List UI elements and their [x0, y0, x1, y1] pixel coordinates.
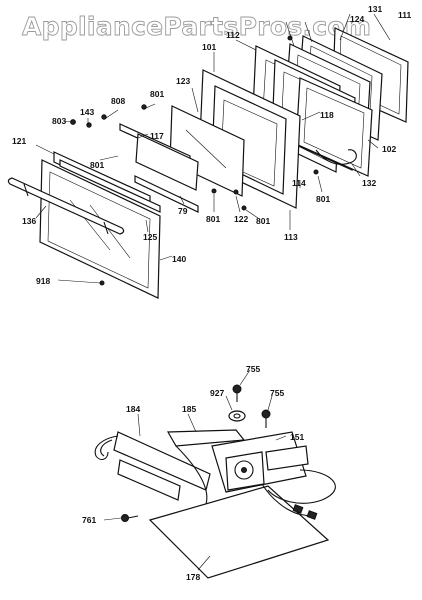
callout-803: 803: [52, 116, 66, 126]
hinge-fasteners: [121, 384, 271, 522]
callout-151: 151: [290, 432, 304, 442]
part-handle-136: [7, 177, 125, 235]
callout-801-bottom-a: 801: [206, 214, 220, 224]
callout-761: 761: [82, 515, 96, 525]
callout-111: 111: [398, 10, 412, 20]
watermark-text: AppliancePartsPros.com: [22, 12, 371, 41]
callout-117: 117: [150, 131, 164, 141]
callout-79: 79: [178, 206, 188, 216]
callout-112: 112: [226, 30, 240, 40]
door-callout-labels: 131 111 124 112 101 118 123 801 808 143 …: [12, 4, 412, 286]
callout-118: 118: [320, 110, 334, 120]
hinge-assembly: 755 927 755 184 185 151 761 178: [82, 364, 336, 582]
part-latch-motor-151: [211, 431, 309, 493]
callout-755-right: 755: [270, 388, 284, 398]
callout-132: 132: [362, 178, 376, 188]
part-channel-79: [134, 175, 199, 213]
callout-140: 140: [172, 254, 186, 264]
part-plate-178: [148, 485, 330, 579]
door-assembly: 131 111 124 112 101 118 123 801 808 143 …: [7, 4, 412, 299]
callout-801-top: 801: [150, 89, 164, 99]
callout-123: 123: [176, 76, 190, 86]
callout-801-right: 801: [316, 194, 330, 204]
part-trim-121: [53, 151, 161, 213]
hinge-leader-lines: [103, 369, 287, 571]
callout-121: 121: [12, 136, 26, 146]
wire-harness: [267, 469, 336, 504]
door-leader-lines: [35, 13, 391, 284]
callout-113: 113: [284, 232, 298, 242]
callout-136: 136: [22, 216, 36, 226]
callout-184: 184: [126, 404, 140, 414]
hinge-callout-labels: 755 927 755 184 185 151 761 178: [82, 364, 304, 582]
callout-801-left: 801: [90, 160, 104, 170]
callout-808: 808: [111, 96, 125, 106]
callout-125: 125: [143, 232, 157, 242]
callout-122: 122: [234, 214, 248, 224]
part-glass-123: [169, 105, 245, 197]
callout-185: 185: [182, 404, 196, 414]
part-lever-185: [166, 429, 246, 505]
callout-101: 101: [202, 42, 216, 52]
callout-102: 102: [382, 144, 396, 154]
callout-918: 918: [36, 276, 50, 286]
part-outer-door-140: [39, 159, 161, 299]
callout-801-bottom-b: 801: [256, 216, 270, 226]
callout-114: 114: [292, 178, 306, 188]
part-seal-strip: [119, 123, 199, 191]
callout-927: 927: [210, 388, 224, 398]
callout-143: 143: [80, 107, 94, 117]
callout-131: 131: [368, 4, 382, 14]
callout-755-top: 755: [246, 364, 260, 374]
callout-124: 124: [350, 14, 364, 24]
callout-178: 178: [186, 572, 200, 582]
